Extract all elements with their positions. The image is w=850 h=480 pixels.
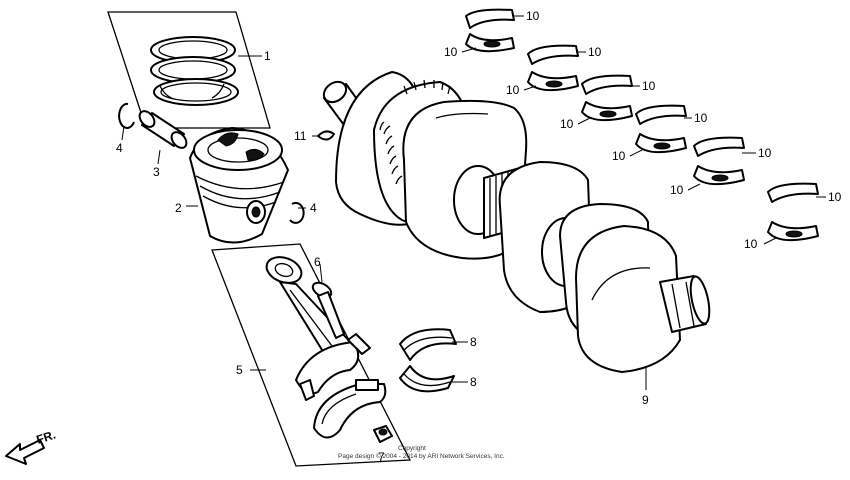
connecting-rod[interactable] <box>263 253 371 401</box>
callout-8-upper: 8 <box>470 335 477 349</box>
callout-11: 11 <box>294 129 307 143</box>
callout-1: 1 <box>264 49 271 63</box>
crankshaft[interactable] <box>320 71 713 373</box>
callout-10: 10 <box>444 45 458 59</box>
piston-pin-clip-right[interactable] <box>289 201 305 224</box>
piston-pin-clip-left[interactable] <box>118 102 135 129</box>
connecting-rod-bearing-lower[interactable] <box>399 365 455 393</box>
connecting-rod-group-outline <box>211 243 412 467</box>
callout-10: 10 <box>642 79 656 93</box>
piston-rings[interactable] <box>150 36 239 106</box>
callout-7: 7 <box>378 450 385 464</box>
copyright-line-2: Page design © 2004 - 2014 by ARI Network… <box>338 452 505 460</box>
front-direction-label: FR. <box>35 428 58 447</box>
main-bearing-pair-1[interactable] <box>465 8 515 53</box>
piston[interactable] <box>189 127 289 244</box>
main-bearing-leaders <box>461 15 826 245</box>
crankshaft-key[interactable] <box>317 130 335 141</box>
main-bearing-pair-6[interactable] <box>767 182 819 242</box>
main-bearing-pair-4[interactable] <box>635 104 687 154</box>
callout-5: 5 <box>236 363 243 377</box>
front-arrow-icon <box>5 439 45 465</box>
copyright-line-1: Copyright <box>398 445 426 452</box>
callout-4-right: 4 <box>310 201 317 215</box>
main-bearing-pair-3[interactable] <box>581 74 633 122</box>
piston-group-outline <box>107 11 271 129</box>
connecting-rod-bearing-upper[interactable] <box>399 328 457 361</box>
callout-3: 3 <box>153 165 160 179</box>
callout-10: 10 <box>694 111 708 125</box>
callout-6: 6 <box>314 255 321 269</box>
piston-pin[interactable] <box>137 108 190 151</box>
callout-10: 10 <box>560 117 574 131</box>
callout-4-left: 4 <box>116 141 123 155</box>
callout-9: 9 <box>642 393 649 407</box>
callout-2: 2 <box>175 201 182 215</box>
main-bearing-pair-2[interactable] <box>527 44 579 92</box>
callout-10: 10 <box>506 83 520 97</box>
front-direction-indicator: FR. <box>5 428 58 465</box>
callout-10: 10 <box>744 237 758 251</box>
callout-10: 10 <box>526 9 540 23</box>
callout-10: 10 <box>670 183 684 197</box>
callout-10: 10 <box>828 190 842 204</box>
connecting-rod-bolt[interactable] <box>310 280 345 339</box>
connecting-rod-cap[interactable] <box>313 379 387 439</box>
callout-8-lower: 8 <box>470 375 477 389</box>
callout-10: 10 <box>758 146 772 160</box>
callout-10: 10 <box>612 149 626 163</box>
connecting-rod-nut[interactable] <box>373 425 393 443</box>
main-bearing-pair-5[interactable] <box>693 136 745 186</box>
callout-10: 10 <box>588 45 602 59</box>
